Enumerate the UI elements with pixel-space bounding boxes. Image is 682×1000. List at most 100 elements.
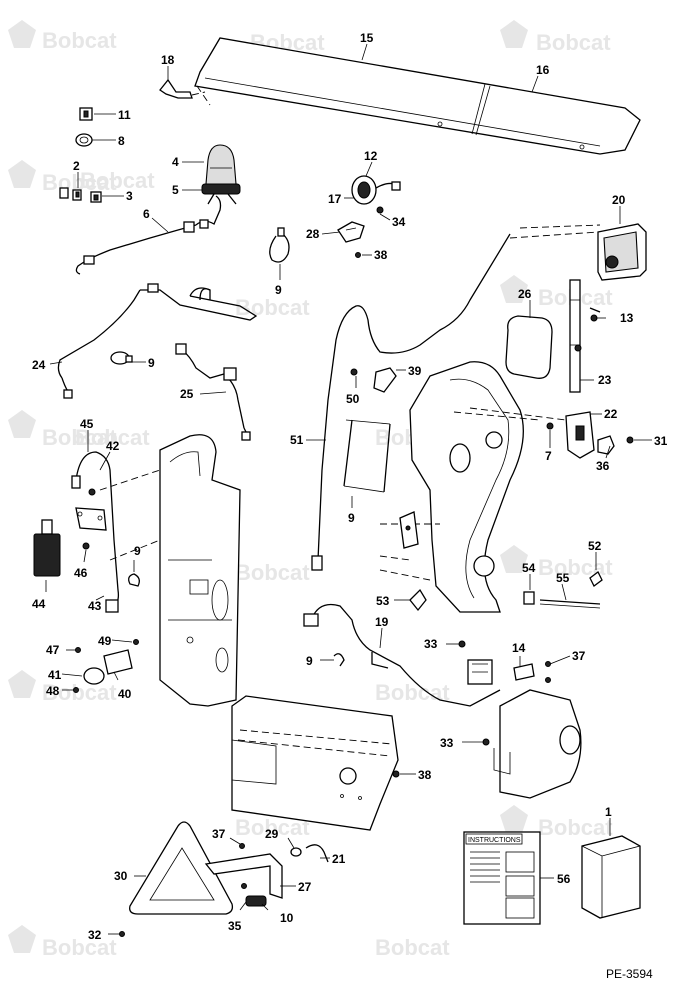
- callout-10: 10: [280, 911, 294, 925]
- callout-11: 11: [118, 108, 131, 122]
- callout-27: 27: [298, 880, 312, 894]
- beacon-light: [201, 144, 241, 205]
- callout-1: 1: [605, 805, 612, 819]
- watermark: Bobcat: [235, 560, 310, 585]
- instruction-sheet: INSTRUCTIONS: [463, 831, 541, 925]
- rear-housing: [493, 689, 582, 799]
- callout-31: 31: [654, 434, 668, 448]
- callout-41: 41: [48, 668, 62, 682]
- mounting-bracket: [399, 511, 419, 549]
- callout-43: 43: [88, 599, 102, 613]
- hinge-pin-set: [409, 571, 603, 612]
- svg-text:Bobcat: Bobcat: [42, 425, 117, 450]
- callout-4: 4: [172, 155, 179, 169]
- watermark: Bobcat: [80, 168, 155, 193]
- callout-15: 15: [360, 31, 374, 45]
- svg-text:Bobcat: Bobcat: [42, 935, 117, 960]
- callout-40: 40: [118, 687, 132, 701]
- callouts: 1 2 3 4 5 6 7 8 9 9 9 9 9 10 11 12 13 14…: [32, 31, 668, 942]
- callout-42: 42: [106, 439, 120, 453]
- light-bracket: [337, 206, 384, 258]
- callout-7: 7: [545, 449, 552, 463]
- light-harness: [57, 283, 258, 399]
- instructions-heading: INSTRUCTIONS: [468, 837, 521, 844]
- callout-34: 34: [392, 215, 406, 229]
- callout-28: 28: [306, 227, 320, 241]
- callout-22: 22: [604, 407, 618, 421]
- callout-21: 21: [332, 852, 346, 866]
- callout-17: 17: [328, 192, 342, 206]
- callout-13: 13: [620, 311, 634, 325]
- lens-cover: [505, 315, 553, 379]
- watermark: Bobcat: [8, 410, 117, 450]
- watermark: Bobcat: [8, 20, 117, 53]
- callout-29: 29: [265, 827, 279, 841]
- smv-bracket: [204, 843, 329, 907]
- callout-9-mid: 9: [348, 511, 355, 525]
- callout-20: 20: [612, 193, 626, 207]
- callout-47: 47: [46, 643, 60, 657]
- relay-bracket: [458, 640, 551, 746]
- callout-55: 55: [556, 571, 570, 585]
- smv-emblem: [119, 821, 234, 937]
- watermark: Bobcat: [235, 295, 310, 320]
- svg-text:Bobcat: Bobcat: [42, 28, 117, 53]
- callout-52: 52: [588, 539, 602, 553]
- watermark: Bobcat: [500, 545, 613, 580]
- watermark: Bobcat: [375, 680, 450, 705]
- callout-9-low: 9: [306, 654, 313, 668]
- callout-16: 16: [536, 63, 550, 77]
- callout-38-low: 38: [418, 768, 432, 782]
- callout-45: 45: [80, 417, 94, 431]
- watermark: Bobcat: [8, 670, 117, 705]
- svg-text:Bobcat: Bobcat: [75, 425, 150, 450]
- clip-part: [159, 78, 206, 99]
- callout-9-side: 9: [134, 544, 141, 558]
- svg-text:Bobcat: Bobcat: [80, 168, 155, 193]
- callout-56: 56: [557, 872, 571, 886]
- callout-33-top: 33: [424, 637, 438, 651]
- svg-text:Bobcat: Bobcat: [536, 30, 611, 55]
- callout-39: 39: [408, 364, 422, 378]
- callout-50: 50: [346, 392, 360, 406]
- svg-text:Bobcat: Bobcat: [235, 295, 310, 320]
- callout-30: 30: [114, 869, 128, 883]
- callout-23: 23: [598, 373, 612, 387]
- watermarks: Bobcat Bobcat Bobcat Bobcat Bobcat Bobca…: [8, 20, 613, 960]
- lower-harness: [303, 603, 501, 707]
- callout-3: 3: [126, 189, 133, 203]
- callout-12: 12: [364, 149, 378, 163]
- callout-6: 6: [143, 207, 150, 221]
- watermark: Bobcat: [375, 935, 450, 960]
- rear-chassis-panel: [231, 695, 400, 831]
- callout-37-low: 37: [212, 827, 226, 841]
- callout-44: 44: [32, 597, 46, 611]
- callout-38-top: 38: [374, 248, 388, 262]
- short-harness: [175, 343, 251, 441]
- callout-54: 54: [522, 561, 536, 575]
- callout-8: 8: [118, 134, 125, 148]
- svg-text:Bobcat: Bobcat: [235, 560, 310, 585]
- cable-tie-strip: [343, 419, 391, 493]
- kit-box: [581, 835, 641, 919]
- watermark: Bobcat: [500, 805, 613, 840]
- watermark: Bobcat: [75, 425, 150, 450]
- cable-tie: [333, 653, 345, 667]
- callout-24: 24: [32, 358, 46, 372]
- light-mount-post: [569, 279, 601, 393]
- callout-25: 25: [180, 387, 194, 401]
- callout-26: 26: [518, 287, 532, 301]
- svg-text:Bobcat: Bobcat: [42, 680, 117, 705]
- svg-text:Bobcat: Bobcat: [375, 935, 450, 960]
- callout-2: 2: [73, 159, 80, 173]
- callout-5: 5: [172, 183, 179, 197]
- watermark: Bobcat: [500, 20, 611, 55]
- loader-arm: [379, 361, 567, 613]
- callout-9-top: 9: [275, 283, 282, 297]
- callout-32: 32: [88, 928, 102, 942]
- work-light-small: [351, 175, 401, 205]
- post-bracket: [546, 411, 634, 459]
- watermark: Bobcat: [8, 160, 117, 195]
- svg-text:Bobcat: Bobcat: [375, 680, 450, 705]
- callout-46: 46: [74, 566, 88, 580]
